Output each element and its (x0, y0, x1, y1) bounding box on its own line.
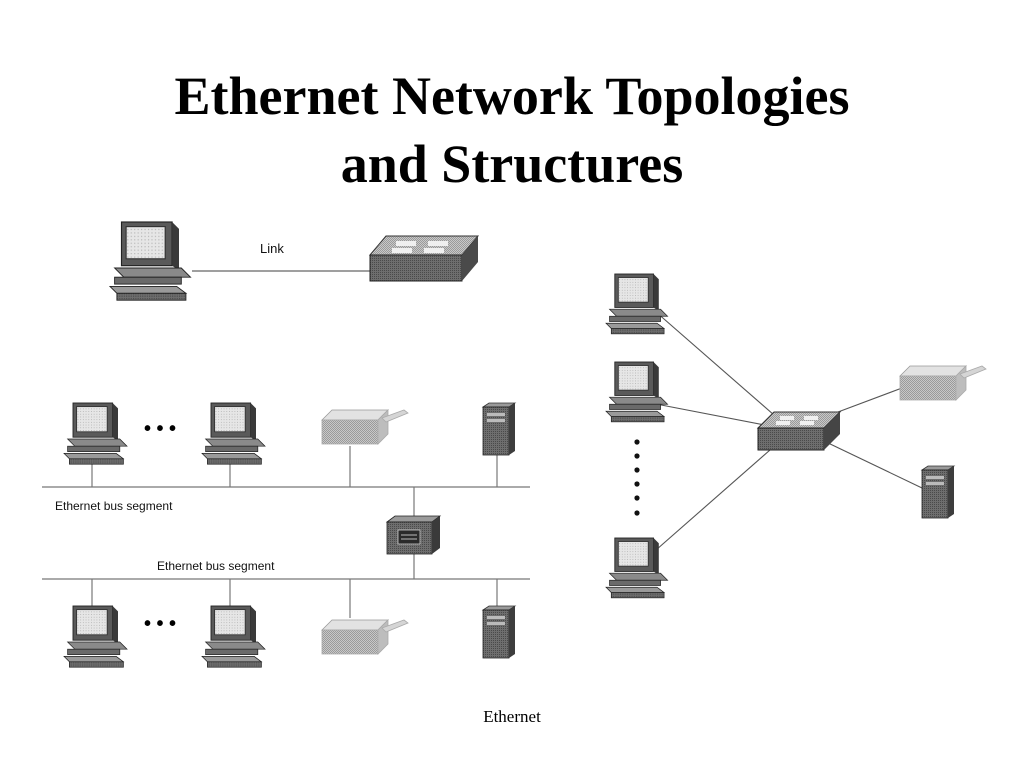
server-icon (482, 605, 516, 659)
printer-icon (321, 409, 409, 445)
workstation-icon (63, 605, 128, 668)
title-line-1: Ethernet Network Topologies (174, 66, 850, 126)
ellipsis-upper: • • • (144, 418, 176, 440)
workstation-icon (109, 221, 192, 301)
vertical-ellipsis (634, 439, 640, 516)
hub-icon (368, 235, 480, 282)
printer-icon (321, 619, 409, 655)
workstation-icon (605, 273, 669, 335)
printer-icon (899, 365, 987, 401)
workstation-icon (201, 605, 266, 668)
bus-segment-label-lower: Ethernet bus segment (157, 559, 275, 573)
star-links (655, 311, 923, 551)
workstation-icon (201, 402, 266, 465)
title-line-2: and Structures (340, 134, 684, 194)
server-icon (482, 402, 516, 456)
bridge-icon (385, 515, 442, 555)
slide-footer: Ethernet (483, 707, 541, 726)
server-icon (921, 465, 955, 519)
bus-segment-label-upper: Ethernet bus segment (55, 499, 173, 513)
switch-icon (756, 411, 842, 451)
ellipsis-lower: • • • (144, 613, 176, 635)
workstation-icon (605, 537, 669, 599)
link-label: Link (260, 241, 284, 256)
workstation-icon (63, 402, 128, 465)
page-title: Ethernet Network Topologies and Structur… (0, 62, 1024, 198)
workstation-icon (605, 361, 669, 423)
lower-drop-lines (91, 579, 498, 618)
